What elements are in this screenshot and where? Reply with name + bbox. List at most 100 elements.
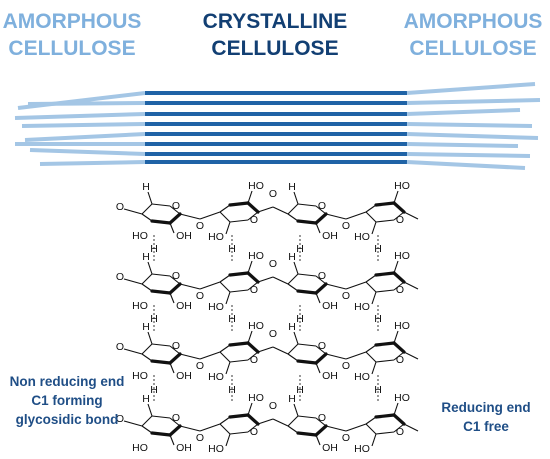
ring-r2-3-ring-oxygen: O (318, 270, 326, 282)
ring-r4-3-glycosidic-oxygen: O (342, 432, 350, 444)
ring-r3-3-bond-4 (287, 353, 299, 362)
chain-1-left-ho: HO (132, 230, 148, 242)
ring-r3-2-front-bond (228, 341, 250, 347)
ring-r2-4-bond-3 (393, 281, 405, 291)
ring-r2-2-front-bond-2 (246, 271, 260, 284)
chain-3-left-ho: HO (132, 370, 148, 382)
ring-r4-3-bond-2 (297, 415, 317, 419)
ring-r3-1-glycosidic-oxygen: O (196, 360, 204, 372)
amorphous-strands-left (14, 91, 146, 166)
chain-1-right-stub (403, 211, 419, 220)
ring-r2-3-oh-bond-top (293, 261, 299, 275)
ring-r4-2-hydroxyl-ho: HO (208, 443, 224, 455)
crystalline-label-line1: CRYSTALLINE (203, 10, 348, 33)
ring-r1-2-bond-2 (229, 219, 249, 223)
ring-r4-3-oh-bond-bottom (315, 434, 321, 446)
chain-3-end-oxygen: O (116, 341, 124, 353)
ring-r1-1-front-bond (150, 219, 172, 225)
ring-r2-4-ring-oxygen: O (396, 284, 404, 296)
ring-r3-4-bond-2 (375, 359, 395, 363)
hydrogen-bond-h-1-1: H (150, 243, 158, 255)
ring-r3-3-oh-bond-bottom (315, 362, 321, 374)
ring-r1-3-oh-bond-top (293, 191, 299, 205)
ring-r3-4-bond-3 (393, 351, 405, 361)
ring-r2-1-glycosidic-oxygen: O (196, 290, 204, 302)
ring-r2-3-glycosidic-bond-b (345, 281, 367, 290)
ring-r2-1-glycosidic-bond-a (179, 283, 201, 290)
ring-r3-2-hydroxyl-top: HO (248, 320, 264, 332)
hydrogen-bond-h-1-3: H (296, 243, 304, 255)
ring-r4-4-hydroxyl-top: HO (394, 392, 410, 404)
ring-r1-2-bond-1 (219, 211, 231, 223)
non-reducing-end-line3: glycosidic bond (16, 412, 119, 427)
hydrogen-bond-h-2-3: H (296, 313, 304, 325)
ring-r1-4-bond-1 (365, 211, 377, 223)
ring-r3-4-ring-oxygen: O (396, 354, 404, 366)
ring-r2-4-front-bond-2 (392, 271, 406, 284)
ring-r3-2-glycosidic-bond-a (257, 346, 274, 353)
ring-r4-2-glycosidic-bond-b (272, 418, 289, 427)
ring-r3-3-ring-oxygen: O (318, 340, 326, 352)
chain-2-right-stub (403, 281, 419, 290)
ring-r1-2-ring-oxygen: O (250, 214, 258, 226)
amorphous-strands-right (406, 82, 541, 170)
ring-r4-2-front-bond (228, 413, 250, 419)
ring-r1-4-hydroxyl-top: HO (394, 180, 410, 192)
ring-r4-2-glycosidic-bond-a (257, 418, 274, 425)
hydrogen-bond-h-1-2: H (228, 243, 236, 255)
ring-r4-1-glycosidic-oxygen: O (196, 432, 204, 444)
ring-r3-1-bond-4 (141, 353, 153, 362)
hydrogen-bond-h-1-4: H (374, 243, 382, 255)
non-reducing-end-annotation: Non reducing end C1 forming glycosidic b… (10, 374, 125, 427)
ring-r4-3-hydroxyl-oh: OH (322, 442, 338, 454)
ring-r1-3-bond-4 (287, 213, 299, 222)
ring-r3-3-glycosidic-oxygen: O (342, 360, 350, 372)
ring-r4-1-bond-4 (141, 425, 153, 434)
ring-r4-1-oh-bond-bottom (169, 434, 175, 446)
ring-r1-1-bond-3 (169, 205, 181, 215)
ring-r2-3-glycosidic-oxygen: O (342, 290, 350, 302)
ring-r3-2-glycosidic-bond-b (272, 346, 289, 355)
ring-r1-4-bond-2 (375, 219, 395, 223)
ring-r3-2-ring-oxygen: O (250, 354, 258, 366)
ring-r4-4-oh-bond-top (393, 402, 399, 416)
ring-r1-2-oh-bond-top (247, 190, 253, 204)
ring-r1-4-front-bond-2 (392, 201, 406, 214)
ring-r4-1-hydroxyl-h: H (142, 393, 150, 405)
chain-1-left-stub (123, 208, 143, 215)
ring-r4-2-glycosidic-oxygen: O (269, 400, 277, 412)
ring-r3-3-hydroxyl-oh: OH (322, 370, 338, 382)
ring-r1-3-front-bond-2 (314, 212, 328, 225)
fiber-right-3 (406, 108, 521, 116)
ring-r3-1-hydroxyl-oh: OH (176, 370, 192, 382)
ring-r1-2-hydroxyl-ho: HO (208, 231, 224, 243)
ring-r2-2-oh-bond-bottom (225, 291, 231, 305)
fiber-right-5 (406, 132, 539, 140)
ring-r1-3-bond-1 (287, 203, 299, 215)
ring-r2-1-bond-3 (169, 275, 181, 285)
ring-r4-2-oh-bond-top (247, 402, 253, 416)
ring-r3-1-bond-2 (151, 343, 171, 347)
ring-r1-2-front-bond (228, 201, 250, 207)
ring-r4-1-glycosidic-bond-a (179, 425, 201, 432)
ring-r2-1-oh-bond-top (147, 261, 153, 275)
hydrogen-bond-h-2-4: H (374, 313, 382, 325)
ring-r1-3-bond-2 (297, 203, 317, 207)
ring-r2-3-glycosidic-bond-a (325, 283, 347, 290)
ring-r2-4-bond-4 (365, 274, 377, 283)
ring-r1-4-front-bond (374, 201, 396, 207)
ring-r1-1-bond-1 (141, 203, 153, 215)
ring-r1-4-ring-oxygen: O (396, 214, 404, 226)
hydrogen-bond-h-3-1: H (150, 384, 158, 396)
ring-r4-4-bond-4 (365, 416, 377, 425)
ring-r2-2-hydroxyl-ho: HO (208, 301, 224, 313)
ring-r4-3-hydroxyl-h: H (288, 393, 296, 405)
ring-r2-2-oh-bond-top (247, 260, 253, 274)
chain-3-right-stub (403, 351, 419, 360)
ring-r1-4-hydroxyl-ho: HO (354, 231, 370, 243)
ring-r3-2-bond-1 (219, 351, 231, 363)
ring-r1-3-glycosidic-bond-b (345, 211, 367, 220)
ring-r2-3-bond-4 (287, 283, 299, 292)
ring-r4-3-glycosidic-bond-a (325, 425, 347, 432)
